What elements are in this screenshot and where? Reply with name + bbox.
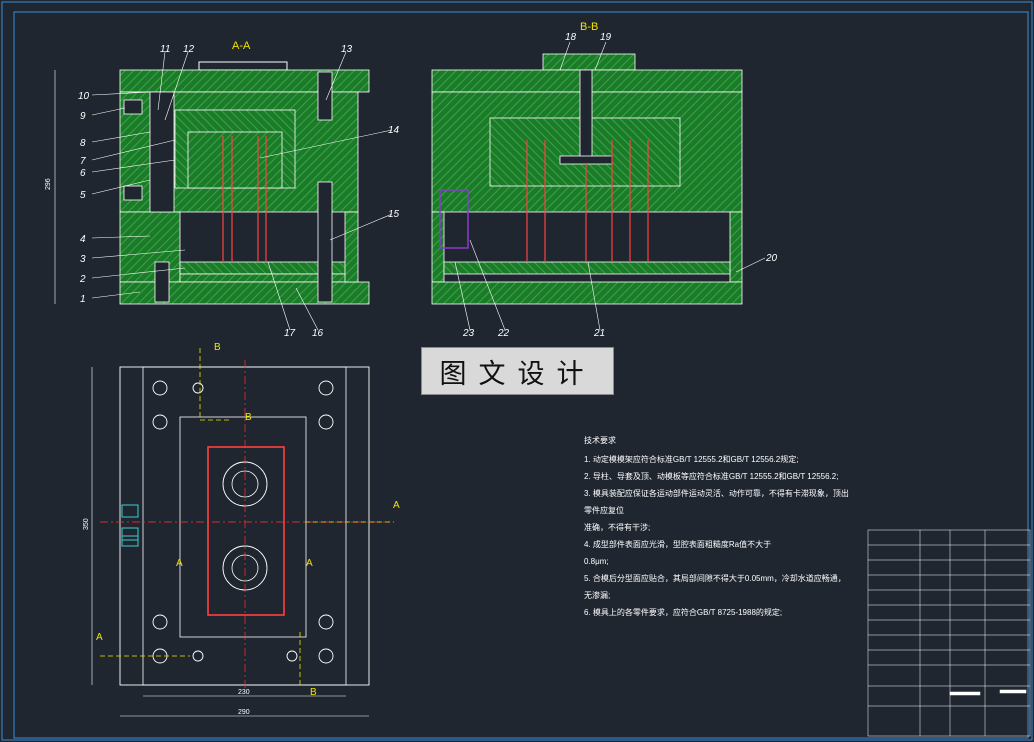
cut-marker-labels: B B B A A A A [96, 342, 400, 698]
guide-pillar-left [149, 91, 175, 213]
cooling-fittings [121, 504, 139, 547]
svg-text:6: 6 [80, 168, 86, 179]
dim-width-inner: 230 [238, 689, 250, 696]
sprue-bushing-head [542, 53, 636, 71]
plan-cavity-area [179, 416, 307, 638]
return-pin [317, 181, 333, 303]
note-item: 2. 导柱、导套及顶、动模板等应符合标准GB/T 12555.2和GB/T 12… [584, 472, 839, 481]
note-item: 3. 模具装配应保证各运动部件运动灵活、动作可靠，不得有卡滞现象，顶出零件应复位 [584, 489, 849, 515]
water-fitting-bottom [123, 185, 143, 201]
svg-text:B: B [245, 412, 252, 423]
svg-text:5: 5 [80, 190, 86, 201]
svg-text:3: 3 [80, 254, 86, 265]
svg-text:23: 23 [462, 328, 475, 339]
svg-text:13: 13 [341, 44, 353, 55]
note-item: 6. 模具上的各零件要求，应符合GB/T 8725-1988的规定; [584, 608, 783, 617]
svg-text:7: 7 [80, 156, 86, 167]
svg-text:A: A [306, 558, 313, 569]
dim-height: 296 [45, 178, 52, 190]
section-bb-label: B-B [580, 21, 598, 33]
svg-text:22: 22 [497, 328, 510, 339]
note-item: 0.8μm; [584, 557, 609, 566]
title-block [867, 529, 1031, 737]
leaders-left [91, 51, 393, 331]
svg-text:17: 17 [284, 328, 296, 339]
plan-mold-base [142, 366, 347, 686]
bb-support-left [431, 211, 445, 283]
leaders-right [454, 41, 766, 331]
bb-ejector-pins [526, 140, 649, 262]
svg-text:14: 14 [388, 125, 400, 136]
locating-ring [198, 61, 288, 71]
svg-text:10: 10 [78, 91, 90, 102]
part-numbers-left: 1 2 3 4 5 6 7 8 9 10 11 12 13 14 15 16 1… [78, 44, 400, 339]
svg-text:A: A [176, 558, 183, 569]
svg-text:9: 9 [80, 111, 86, 122]
svg-text:15: 15 [388, 209, 400, 220]
note-item: 4. 成型部件表面应光滑，型腔表面粗糙度Ra值不大于 [584, 540, 772, 549]
svg-text:12: 12 [183, 44, 195, 55]
part-numbers-right: 18 19 20 21 22 23 [462, 32, 778, 339]
core-pocket [187, 131, 283, 189]
svg-text:2: 2 [79, 274, 86, 285]
sprue-channel [579, 69, 593, 163]
bolt-holes [152, 380, 334, 664]
svg-text:A: A [393, 500, 400, 511]
svg-text:1: 1 [80, 294, 86, 305]
section-aa-label: A-A [232, 40, 251, 52]
note-item: 无渗漏; [584, 591, 611, 600]
inner-border [13, 11, 1029, 739]
svg-text:B: B [214, 342, 221, 353]
svg-text:8: 8 [80, 138, 86, 149]
svg-text:4: 4 [80, 234, 86, 245]
svg-text:19: 19 [600, 32, 612, 43]
svg-text:A: A [96, 632, 103, 643]
note-item: 1. 动定模模架应符合标准GB/T 12555.2和GB/T 12556.2规定… [584, 455, 799, 464]
screw-top [317, 71, 333, 121]
plan-insert [207, 446, 285, 616]
plan-view: B B B A A A A 230 290 350 [83, 342, 400, 717]
spring-coil [439, 189, 469, 249]
water-fitting-top [123, 99, 143, 115]
note-item: 准确，不得有干涉; [584, 523, 651, 532]
svg-text:B: B [310, 687, 317, 698]
support-plate [119, 211, 181, 283]
cavity-top-inner [231, 470, 259, 498]
dim-plan-height: 350 [83, 518, 90, 530]
watermark-stamp: 图文设计 [421, 347, 614, 395]
bb-ejector-retainer [443, 261, 731, 275]
section-cut-lines [100, 348, 394, 688]
center-lines [100, 360, 390, 690]
notes-title: 技术要求 [584, 436, 616, 445]
bb-support-right [729, 211, 743, 283]
note-item: 5. 合模后分型面应贴合，其局部间隙不得大于0.05mm，冷却水道应畅通， [584, 574, 846, 583]
bb-bottom-plate [431, 281, 743, 305]
section-bb: B-B 18 19 20 21 22 23 [431, 21, 778, 339]
screw-bottom [154, 261, 170, 303]
svg-text:18: 18 [565, 32, 577, 43]
ejector-pins [222, 136, 267, 262]
svg-text:21: 21 [593, 328, 605, 339]
runner [559, 155, 613, 165]
svg-text:16: 16 [312, 328, 324, 339]
dim-width-outer: 290 [238, 709, 250, 716]
section-aa: A-A 296 [45, 40, 400, 339]
spacer-right [344, 211, 359, 283]
bottom-clamp-plate [119, 281, 370, 305]
technical-notes: 技术要求 1. 动定模模架应符合标准GB/T 12555.2和GB/T 1255… [584, 432, 854, 621]
svg-text:20: 20 [765, 253, 778, 264]
svg-text:11: 11 [160, 44, 170, 55]
